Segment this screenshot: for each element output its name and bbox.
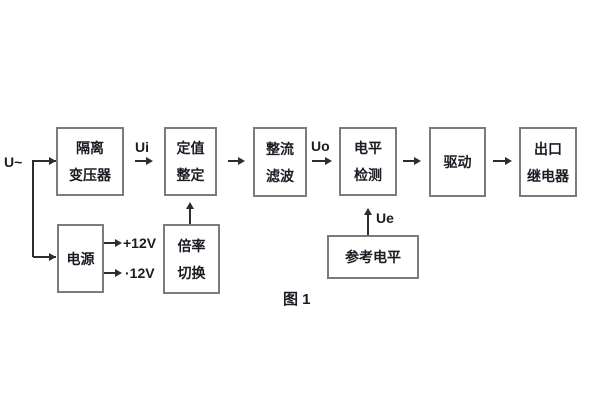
block-label: 参考电平 [345,249,401,265]
uo-line [312,160,326,162]
block-output-relay: 出口 继电器 [519,127,577,197]
signal-label-input: U~ [4,154,23,170]
detect-to-driver-arrowhead [414,157,421,165]
ue-up-arrowhead [364,208,372,215]
block-driver: 驱动 [429,127,486,197]
block-label: 整流 [266,140,294,157]
rail-neg-line [104,272,116,274]
block-isolation-transformer: 隔离 变压器 [56,127,124,196]
block-label: 倍率 [177,237,206,254]
ui-line [135,160,147,162]
block-label: 电源 [66,250,95,267]
driver-to-relay-arrowhead [505,157,512,165]
block-label: 定值 [176,140,205,156]
block-level-detect: 电平 检测 [339,127,397,196]
rail-pos-arrowhead [115,239,122,247]
block-rectifier-filter: 整流 滤波 [253,127,307,197]
ratio-up-line [189,208,191,224]
block-label: 出口 [534,140,562,157]
ui-arrowhead [146,157,153,165]
rail-pos-line [104,242,116,244]
block-label: 隔离 [76,140,104,156]
block-label: 变压器 [69,167,111,183]
block-label: 继电器 [527,167,569,184]
rail-neg-arrowhead [115,269,122,277]
power-feed-line [33,256,56,258]
block-ratio-switch: 倍率 切换 [163,224,220,294]
signal-label-uo: Uo [311,138,330,154]
block-label: 切换 [177,264,206,281]
setting-to-rectifier-line [228,160,240,162]
input-arrowhead [49,157,56,165]
uo-arrowhead [325,157,332,165]
block-label: 滤波 [266,167,294,184]
signal-label-ue: Ue [376,210,394,226]
ue-up-line [367,214,369,235]
setting-to-rectifier-arrowhead [238,157,245,165]
detect-to-driver-line [403,160,415,162]
power-feed-arrowhead [49,253,56,261]
figure-caption: 图 1 [283,291,311,308]
signal-label-minus12v: ·12V [125,265,155,281]
block-label: 驱动 [443,154,472,170]
input-line [33,160,56,162]
block-power-supply: 电源 [57,224,104,293]
ratio-up-arrowhead [186,202,194,209]
signal-label-plus12v: +12V [123,235,157,251]
block-setting-adjust: 定值 整定 [164,127,217,196]
block-label: 检测 [354,167,382,183]
driver-to-relay-line [493,160,506,162]
block-reference-level: 参考电平 [327,235,419,279]
signal-label-ui: Ui [135,139,149,155]
block-label: 电平 [354,140,382,156]
block-label: 整定 [176,167,205,183]
input-branch-line [32,160,34,257]
